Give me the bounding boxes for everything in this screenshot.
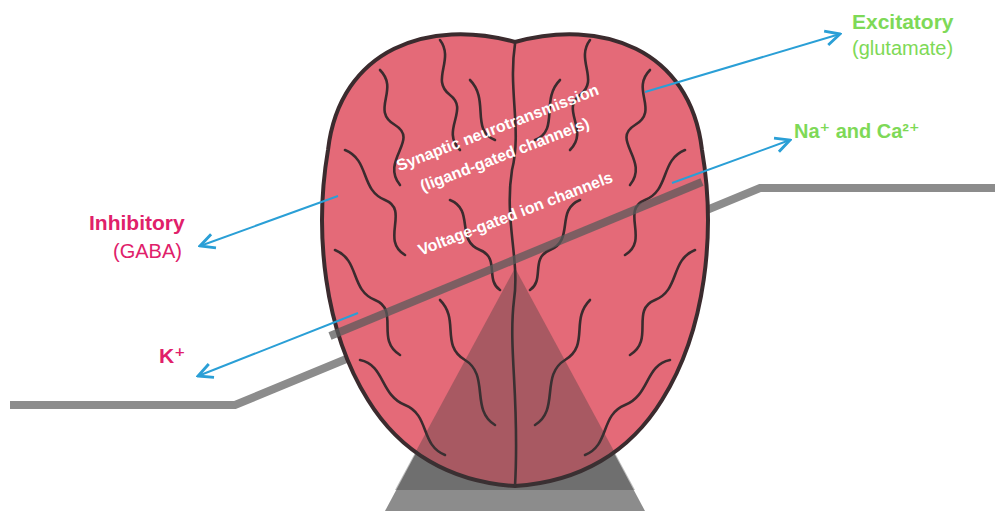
neurotransmitter-label: (GABA): [113, 240, 182, 262]
pointer-arrows: [198, 34, 840, 376]
inhibitory-label: Inhibitory: [89, 211, 185, 234]
fulcrum-shadow: [395, 268, 635, 490]
neurotransmitter-label: (glutamate): [852, 37, 953, 59]
excitatory-label: Excitatory: [852, 10, 954, 33]
ion-label: K⁺: [159, 344, 185, 367]
ion-label: Na⁺ and Ca²⁺: [794, 120, 920, 142]
